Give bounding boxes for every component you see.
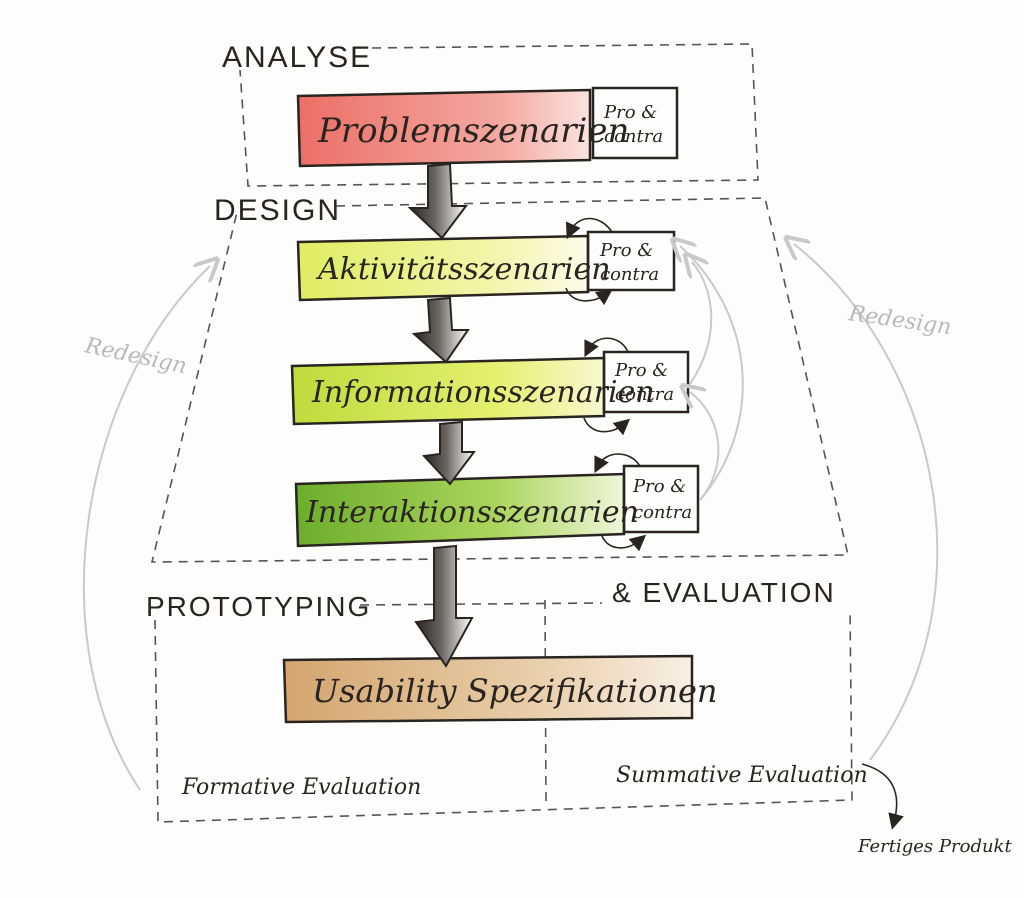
flow-arrow-1	[407, 162, 468, 240]
redesign-arrow-right	[794, 244, 939, 761]
feedback-arrow-interaction-to-activity	[680, 246, 744, 501]
procontra-line1: Pro &	[603, 102, 657, 123]
flow-arrow-4	[414, 544, 474, 668]
phase-title-prototyping: PROTOTYPING	[146, 591, 371, 622]
feedback-arrow-information-to-activity	[690, 262, 713, 385]
loop-arrow-information	[583, 337, 631, 436]
phase-title-analyse: ANALYSE	[222, 41, 372, 74]
interaction-procontra-box: Pro & contra	[622, 464, 700, 534]
analyse-frame	[239, 43, 759, 187]
feedback-arrow-interaction-to-information	[690, 392, 720, 501]
activity-scenario-label: Aktivitätsszenarien	[315, 252, 611, 287]
final-product-arrow	[861, 763, 904, 830]
phase-title-evaluation: & EVALUATION	[612, 577, 836, 608]
flow-arrow-2	[411, 296, 470, 364]
problem-scenario-box: Problemszenarien	[296, 88, 629, 168]
procontra-line1: Pro &	[632, 476, 686, 497]
procontra-line2: contra	[615, 384, 674, 405]
information-scenario-box: Informationsszenarien	[290, 356, 655, 426]
activity-scenario-box: Aktivitätsszenarien	[296, 234, 611, 302]
summative-evaluation-label: Summative Evaluation	[616, 763, 868, 788]
redesign-arrow-left	[83, 266, 210, 791]
phase-title-design: DESIGN	[214, 194, 341, 227]
flow-arrow-3	[421, 420, 476, 486]
procontra-line2: contra	[633, 502, 692, 523]
procontra-line1: Pro &	[614, 360, 668, 381]
redesign-label-left: Redesign	[82, 333, 189, 379]
redesign-label-right: Redesign	[846, 301, 953, 340]
procontra-line2: contra	[604, 126, 663, 147]
procontra-line1: Pro &	[599, 240, 653, 261]
interaction-scenario-box: Interaktionsszenarien	[294, 472, 639, 548]
loop-arrow-activity	[565, 217, 613, 306]
loop-arrow-interaction	[594, 453, 647, 552]
problem-scenario-label: Problemszenarien	[317, 111, 629, 151]
usability-specification-label: Usability Spezifikationen	[312, 672, 718, 710]
information-scenario-label: Informationsszenarien	[311, 375, 655, 410]
final-product-label: Fertiges Produkt	[857, 836, 1012, 857]
interaction-scenario-label: Interaktionsszenarien	[305, 495, 639, 530]
problem-procontra-box: Pro & contra	[591, 86, 679, 160]
procontra-line2: contra	[600, 264, 659, 285]
usability-specification-box: Usability Spezifikationen	[282, 654, 718, 724]
formative-evaluation-label: Formative Evaluation	[181, 775, 421, 800]
